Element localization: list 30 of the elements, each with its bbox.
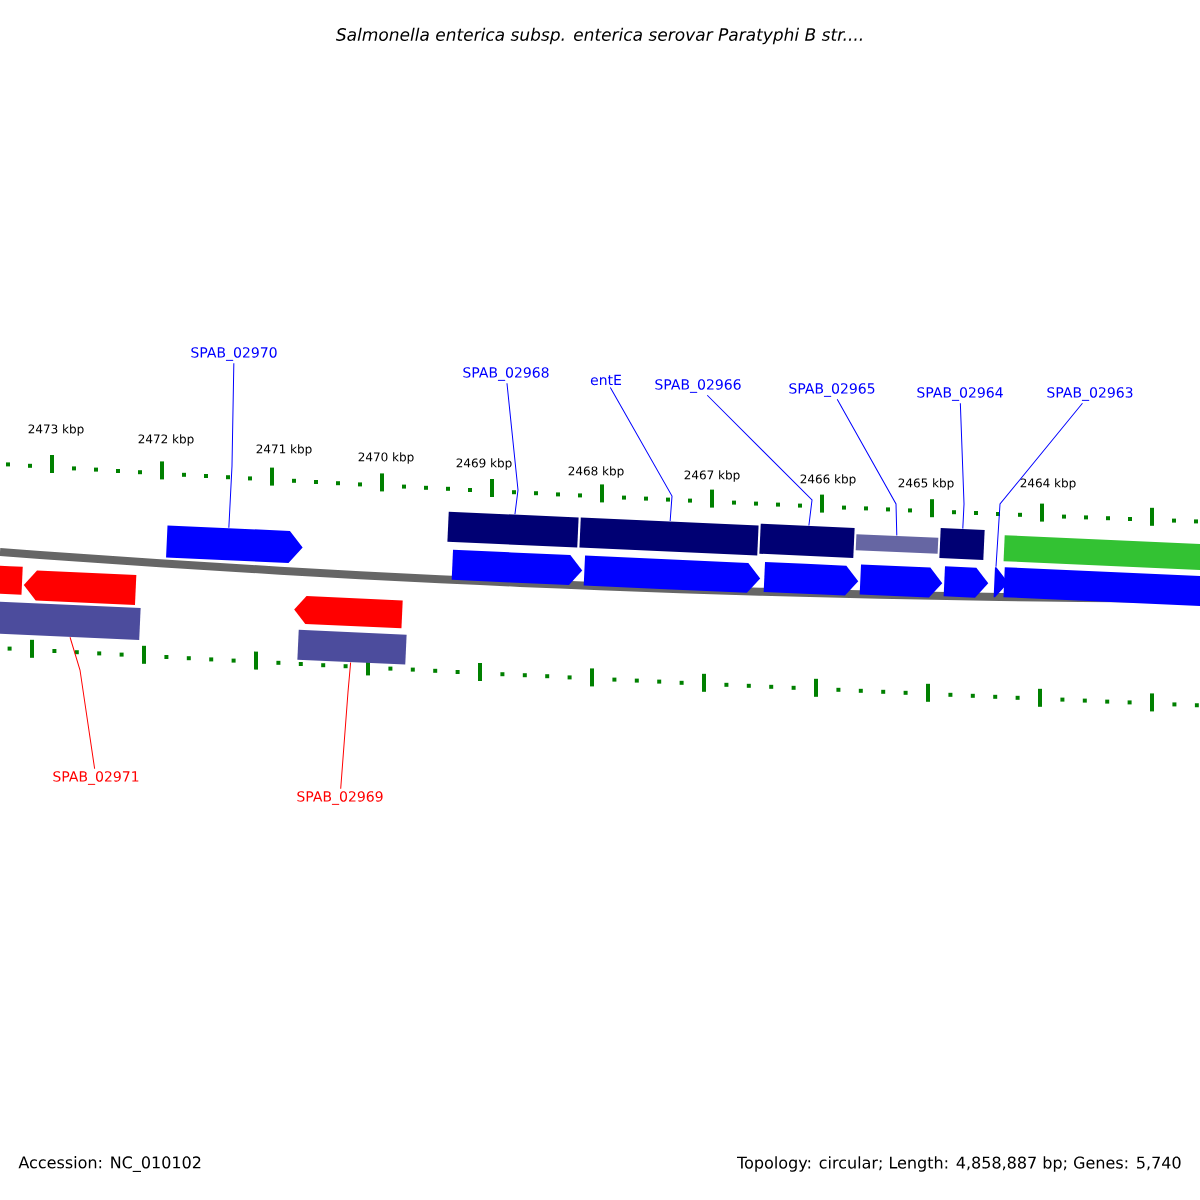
gene-feature (0, 601, 141, 640)
gene-feature (451, 549, 583, 586)
leader-line (69, 636, 96, 770)
gene-feature (447, 511, 579, 548)
gene-feature (0, 565, 23, 595)
gene-feature (859, 564, 943, 598)
leader-line (506, 382, 519, 515)
gene-feature (855, 534, 939, 554)
gene-feature (583, 555, 761, 593)
leader-line (995, 402, 1083, 568)
gene-feature (23, 570, 137, 606)
gene-feature (993, 567, 1009, 598)
footer-text: Topology: circular; Length: 4,858,887 bp; Genes: 5,740 (737, 1156, 1181, 1172)
gene-feature (943, 566, 989, 598)
leader-line (228, 362, 235, 529)
gene-feature (294, 596, 403, 629)
gene-feature (763, 562, 859, 596)
leader-line (959, 402, 965, 530)
gene-feature (1003, 535, 1200, 571)
title: Salmonella enterica subsp. enterica serovar Paratyphi B str.... (335, 27, 862, 45)
leader-line (609, 387, 673, 522)
leader-line (340, 662, 352, 790)
gene-feature (759, 523, 855, 558)
leader-line (706, 394, 813, 526)
gene-feature (939, 528, 985, 560)
gene-feature (1003, 567, 1200, 607)
leader-line (836, 398, 898, 537)
footer-text: Accession: NC_010102 (18, 1156, 201, 1172)
gene-feature (297, 629, 407, 665)
gene-feature (166, 525, 303, 563)
